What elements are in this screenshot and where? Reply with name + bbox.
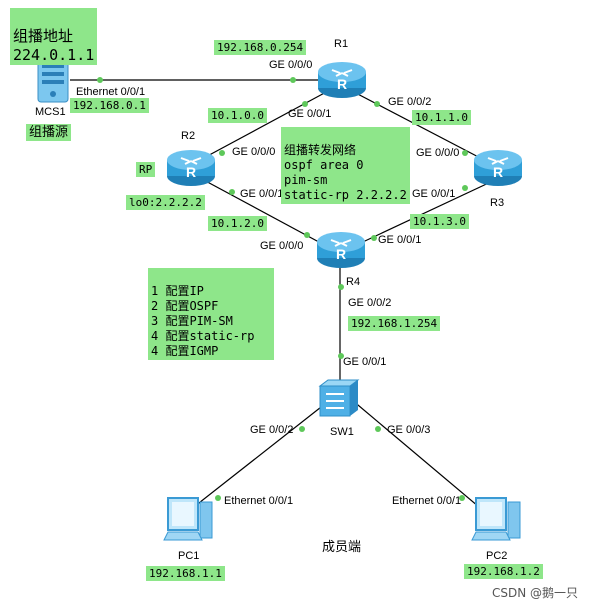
link-sw1-pc1 bbox=[189, 399, 331, 511]
r3-port-r4: GE 0/0/1 bbox=[412, 188, 456, 200]
port-dot bbox=[97, 77, 103, 83]
subnet-r1-r2: 10.1.0.0 bbox=[208, 108, 267, 123]
r2-port-r1: GE 0/0/0 bbox=[232, 146, 276, 158]
pc2-port-label: Ethernet 0/0/1 bbox=[392, 495, 462, 507]
r3-port-r1: GE 0/0/0 bbox=[416, 147, 460, 159]
svg-text:R: R bbox=[186, 164, 196, 180]
subnet-r1-r3: 10.1.1.0 bbox=[412, 110, 471, 125]
r3-name: R3 bbox=[490, 197, 505, 209]
watermark: CSDN @鹅一只 bbox=[492, 586, 579, 600]
members-label: 成员端 bbox=[322, 540, 362, 555]
mcs1-ip-label: 192.168.0.1 bbox=[70, 98, 149, 113]
config-note-line1: ospf area 0 bbox=[284, 158, 364, 172]
step-4: 4 配置static-rp bbox=[151, 329, 255, 343]
svg-text:R: R bbox=[337, 76, 347, 92]
config-note-line3: static-rp 2.2.2.2 bbox=[284, 188, 407, 202]
multicast-address-note: 组播地址 224.0.1.1 bbox=[10, 8, 98, 65]
r4-port-sw: GE 0/0/2 bbox=[348, 297, 392, 309]
svg-text:R: R bbox=[336, 246, 346, 262]
r4-port-r3: GE 0/0/1 bbox=[378, 234, 422, 246]
router-r3-icon: R bbox=[474, 150, 522, 186]
step-1: 1 配置IP bbox=[151, 284, 204, 298]
switch-sw1-icon bbox=[318, 379, 360, 417]
r4-port-r2: GE 0/0/0 bbox=[260, 240, 304, 252]
router-r2-icon: R bbox=[167, 150, 215, 186]
pc1-name: PC1 bbox=[178, 550, 200, 562]
mcs1-port-label: Ethernet 0/0/1 bbox=[76, 86, 146, 98]
subnet-r3-r4: 10.1.3.0 bbox=[410, 214, 469, 229]
mcs1-server-icon bbox=[37, 57, 69, 103]
port-dot bbox=[299, 426, 305, 432]
pc2-computer-icon bbox=[471, 497, 521, 541]
subnet-r2-r4: 10.1.2.0 bbox=[208, 216, 267, 231]
mcs1-role-label: 组播源 bbox=[26, 124, 72, 141]
mcs1-name: MCS1 bbox=[35, 106, 66, 118]
r1-name: R1 bbox=[334, 38, 349, 50]
r4-name: R4 bbox=[346, 276, 361, 288]
r2-loopback-label: lo0:2.2.2.2 bbox=[126, 195, 205, 210]
multicast-address-title: 组播地址 bbox=[13, 27, 74, 45]
sw1-port-pc1: GE 0/0/2 bbox=[250, 424, 294, 436]
sw1-port-up: GE 0/0/1 bbox=[343, 356, 387, 368]
port-dot bbox=[215, 495, 221, 501]
sw1-port-pc2: GE 0/0/3 bbox=[387, 424, 431, 436]
multicast-address-value: 224.0.1.1 bbox=[13, 46, 95, 64]
router-r1-icon: R bbox=[318, 62, 366, 98]
r1-port-r2: GE 0/0/1 bbox=[288, 108, 332, 120]
pc1-computer-icon bbox=[163, 497, 213, 541]
steps-note: 1 配置IP 2 配置OSPF 3 配置PIM-SM 4 配置static-rp… bbox=[148, 268, 274, 360]
r2-role-label: RP bbox=[136, 162, 156, 177]
sw1-name: SW1 bbox=[330, 426, 354, 438]
config-note: 组播转发网络 ospf area 0 pim-sm static-rp 2.2.… bbox=[281, 127, 410, 204]
r2-name: R2 bbox=[181, 130, 196, 142]
pc2-name: PC2 bbox=[486, 550, 508, 562]
pc1-port-label: Ethernet 0/0/1 bbox=[224, 495, 294, 507]
config-note-title: 组播转发网络 bbox=[284, 143, 357, 157]
port-dot bbox=[304, 232, 310, 238]
port-dot bbox=[459, 495, 465, 501]
port-dot bbox=[462, 150, 468, 156]
pc2-ip-label: 192.168.1.2 bbox=[464, 564, 543, 579]
link-sw1-pc2 bbox=[351, 399, 486, 513]
step-5: 4 配置IGMP bbox=[151, 344, 219, 358]
port-dot bbox=[290, 77, 296, 83]
port-dot bbox=[374, 101, 380, 107]
port-dot bbox=[302, 101, 308, 107]
port-dot bbox=[375, 426, 381, 432]
router-r4-icon: R bbox=[317, 232, 365, 268]
r2-port-r4: GE 0/0/1 bbox=[240, 188, 284, 200]
config-note-line2: pim-sm bbox=[284, 173, 328, 187]
port-dot bbox=[371, 235, 377, 241]
port-dot bbox=[462, 185, 468, 191]
port-dot bbox=[338, 353, 344, 359]
port-dot bbox=[229, 189, 235, 195]
svg-text:R: R bbox=[493, 164, 503, 180]
step-3: 3 配置PIM-SM bbox=[151, 314, 233, 328]
link-r1-r2 bbox=[199, 89, 331, 161]
port-dot bbox=[219, 150, 225, 156]
port-dot bbox=[338, 284, 344, 290]
r1-port-r3: GE 0/0/2 bbox=[388, 96, 432, 108]
pc1-ip-label: 192.168.1.1 bbox=[146, 566, 225, 581]
step-2: 2 配置OSPF bbox=[151, 299, 219, 313]
r1-port-mcs: GE 0/0/0 bbox=[269, 59, 313, 71]
r4-ip-label: 192.168.1.254 bbox=[348, 316, 441, 331]
r1-ip-label: 192.168.0.254 bbox=[214, 40, 307, 55]
